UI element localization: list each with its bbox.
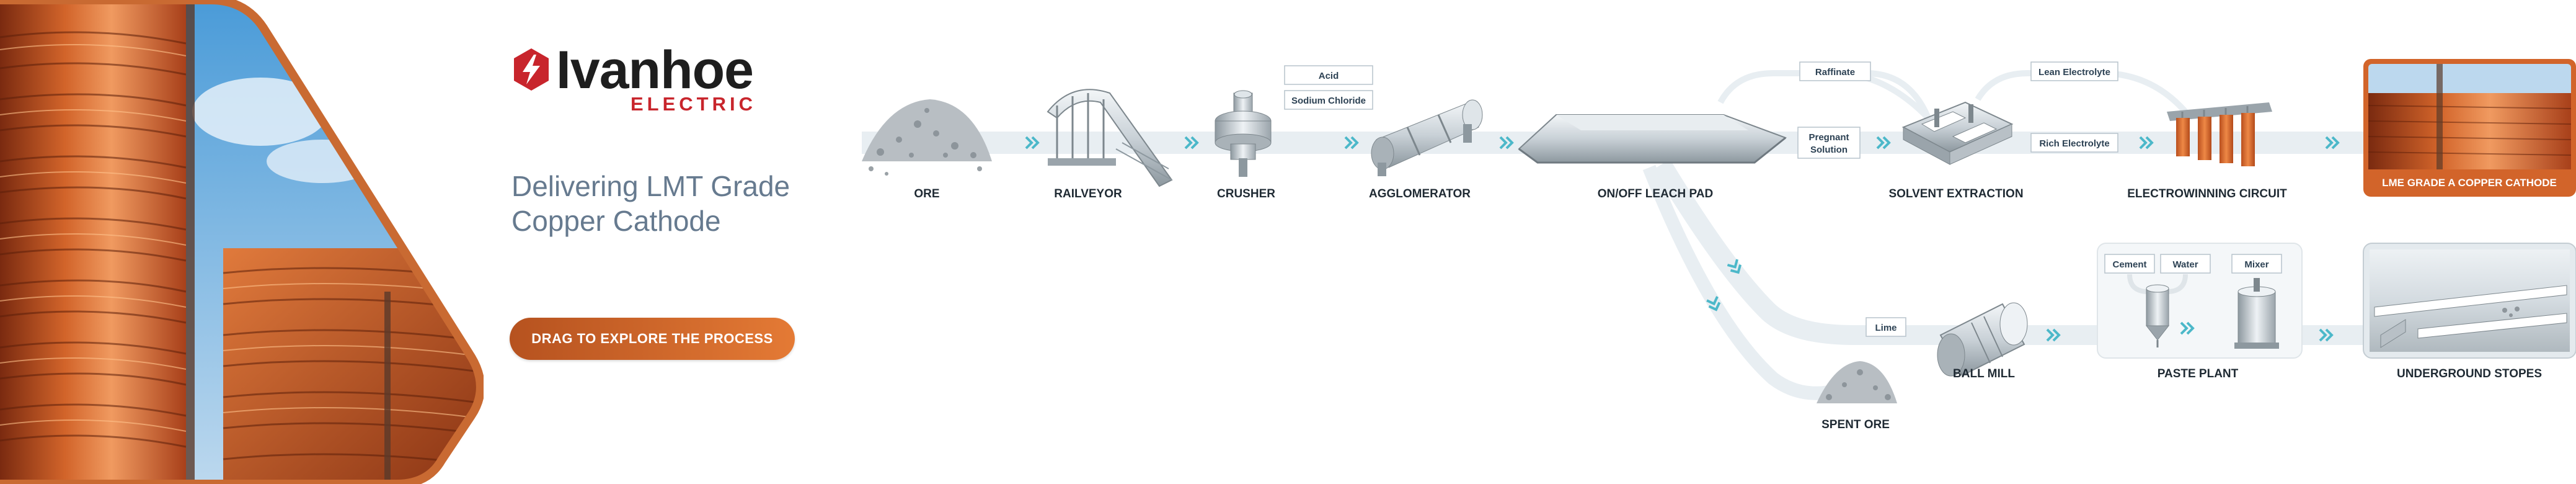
spent-ore-icon[interactable] — [1817, 361, 1897, 403]
lean-electrolyte-tag: Lean Electrolyte — [2030, 61, 2118, 81]
ball-mill-icon[interactable] — [1937, 302, 2028, 377]
tagline-line-2: Copper Cathode — [511, 205, 721, 237]
mixer-tag: Mixer — [2231, 254, 2282, 274]
railveyor-icon[interactable] — [1047, 89, 1173, 187]
underground-stopes-icon[interactable] — [2363, 243, 2576, 359]
paste-silo-icon[interactable] — [2145, 284, 2170, 347]
lme-copper-label: LME GRADE A COPPER CATHODE — [2382, 177, 2557, 189]
lime-tag: Lime — [1866, 317, 1906, 337]
acid-tag-label: Acid — [1319, 71, 1339, 81]
sodium-chloride-tag-label: Sodium Chloride — [1291, 96, 1366, 106]
leach-pad-label: ON/OFF LEACH PAD — [1598, 187, 1713, 200]
explore-process-button[interactable]: DRAG TO EXPLORE THE PROCESS — [510, 318, 795, 360]
hero-copper-image — [0, 0, 484, 484]
solvent-extraction-label: SOLVENT EXTRACTION — [1888, 187, 2023, 200]
spent-ore-flow-band — [1653, 159, 2368, 345]
agglomerator-label: AGGLOMERATOR — [1369, 187, 1471, 200]
railveyor-label: RAILVEYOR — [1054, 187, 1122, 200]
raffinate-tag-label: Raffinate — [1815, 67, 1855, 78]
leach-pad-icon[interactable] — [1518, 114, 1787, 164]
water-tag-label: Water — [2172, 259, 2198, 270]
pregnant-solution-tag-line2: Solution — [1810, 145, 1848, 155]
cement-feed-line — [2127, 274, 2149, 294]
water-feed-line — [2166, 274, 2188, 294]
lightning-bolt-icon — [514, 48, 549, 91]
raffinate-tag: Raffinate — [1799, 61, 1871, 81]
lean-electrolyte-tag-label: Lean Electrolyte — [2038, 67, 2110, 78]
cement-tag-label: Cement — [2112, 259, 2146, 270]
paste-mixer-icon[interactable] — [2234, 278, 2279, 349]
rich-electrolyte-tag: Rich Electrolyte — [2030, 133, 2118, 153]
rich-electrolyte-tag-label: Rich Electrolyte — [2039, 138, 2109, 149]
raffinate-return-loop-2 — [1866, 70, 1931, 119]
pregnant-solution-tag-line1: Pregnant — [1808, 132, 1849, 143]
brand-name: Ivanhoe — [556, 40, 754, 100]
sodium-chloride-tag: Sodium Chloride — [1284, 90, 1373, 110]
electrowinning-label: ELECTROWINNING CIRCUIT — [2127, 187, 2287, 200]
ore-pile-icon[interactable] — [862, 99, 992, 176]
mixer-tag-label: Mixer — [2244, 259, 2268, 270]
electrowinning-icon[interactable] — [2167, 102, 2272, 166]
agglomerator-icon[interactable] — [1371, 99, 1483, 176]
cement-tag: Cement — [2104, 254, 2155, 274]
crusher-label: CRUSHER — [1217, 187, 1275, 200]
underground-stopes-label: UNDERGROUND STOPES — [2397, 367, 2542, 380]
spent-ore-drop-band — [1642, 164, 1830, 400]
pregnant-solution-tag: Pregnant Solution — [1797, 127, 1861, 159]
solvent-extraction-icon[interactable] — [1901, 101, 2014, 165]
page-tagline: Delivering LMT Grade Copper Cathode — [511, 169, 859, 238]
lme-copper-card[interactable]: LME GRADE A COPPER CATHODE — [2363, 59, 2576, 197]
water-tag: Water — [2160, 254, 2211, 274]
explore-process-button-label: DRAG TO EXPLORE THE PROCESS — [531, 331, 773, 346]
lime-tag-label: Lime — [1875, 323, 1897, 333]
acid-tag: Acid — [1284, 65, 1373, 85]
ball-mill-label: BALL MILL — [1953, 367, 2015, 380]
ore-label: ORE — [914, 187, 939, 200]
paste-plant-label: PASTE PLANT — [2158, 367, 2239, 380]
spent-ore-label: SPENT ORE — [1821, 418, 1890, 431]
tagline-line-1: Delivering LMT Grade — [511, 170, 790, 202]
crusher-icon[interactable] — [1215, 90, 1272, 177]
brand-subname: ELECTRIC — [631, 93, 756, 115]
